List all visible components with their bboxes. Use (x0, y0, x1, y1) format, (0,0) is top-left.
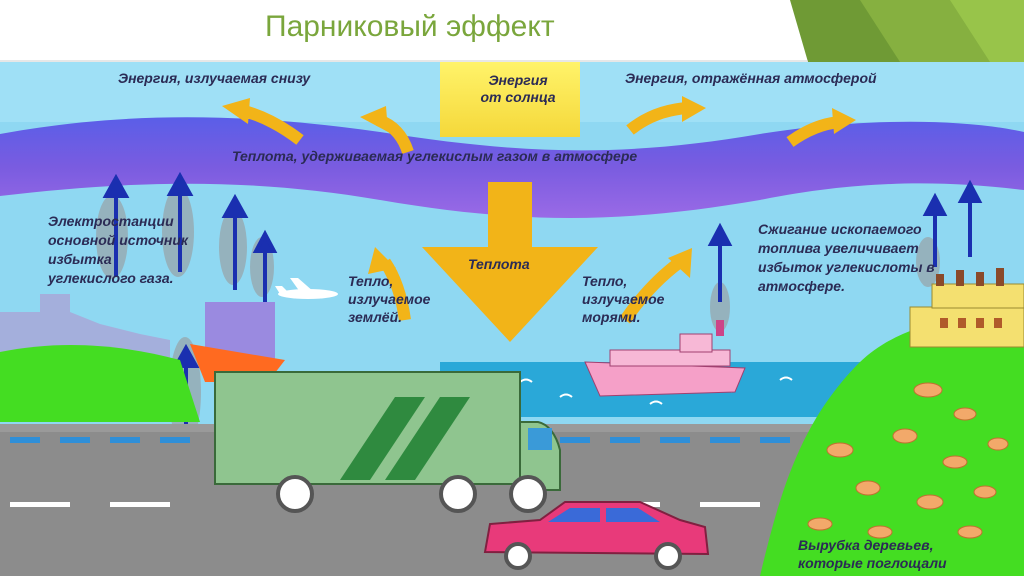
co2-atmosphere-band (0, 117, 1024, 218)
earth-heat-arrow (368, 247, 411, 321)
airplane (275, 278, 338, 299)
label-tree-cutting: Вырубка деревьев, которые поглощали (798, 537, 947, 571)
label-fossil-fuel: Сжигание ископаемого топлива увеличивает… (758, 221, 935, 294)
label-energy-sun: Энергия от солнца (480, 72, 556, 105)
heat-down-arrow (422, 182, 598, 342)
reflected-arrow-far-right (786, 108, 856, 147)
factory (909, 268, 1024, 348)
reflected-arrow-right (626, 96, 706, 135)
tree-stumps (807, 382, 1009, 539)
sea-heat-arrow (620, 248, 692, 324)
label-power-plants: Электростанции основной источник избытка… (48, 213, 188, 286)
distant-hills (0, 294, 170, 362)
label-heat-co2: Теплота, удерживаемая углекислым газом в… (232, 148, 638, 164)
label-energy-reflected: Энергия, отражённая атмосферой (625, 70, 877, 86)
ship (584, 320, 746, 397)
label-heat: Теплота (468, 256, 530, 272)
label-earth-heat: Тепло, излучаемое землёй. (348, 273, 431, 325)
grass-right-hill (760, 310, 1024, 576)
label-energy-below: Энергия, излучаемая снизу (118, 70, 311, 86)
slide-title: Парниковый эффект (265, 10, 555, 43)
car (483, 501, 710, 570)
truck (214, 371, 561, 513)
road-markings-top (10, 437, 790, 443)
reflected-arrow-left (360, 106, 414, 155)
energy-below-arrow (222, 98, 304, 145)
label-sea-heat: Тепло, излучаемое морями. (582, 273, 665, 325)
sun-beam (440, 62, 580, 137)
greenhouse-illustration (0, 62, 1024, 576)
slide-corner-decoration (0, 0, 1024, 62)
grass-left (0, 345, 200, 422)
